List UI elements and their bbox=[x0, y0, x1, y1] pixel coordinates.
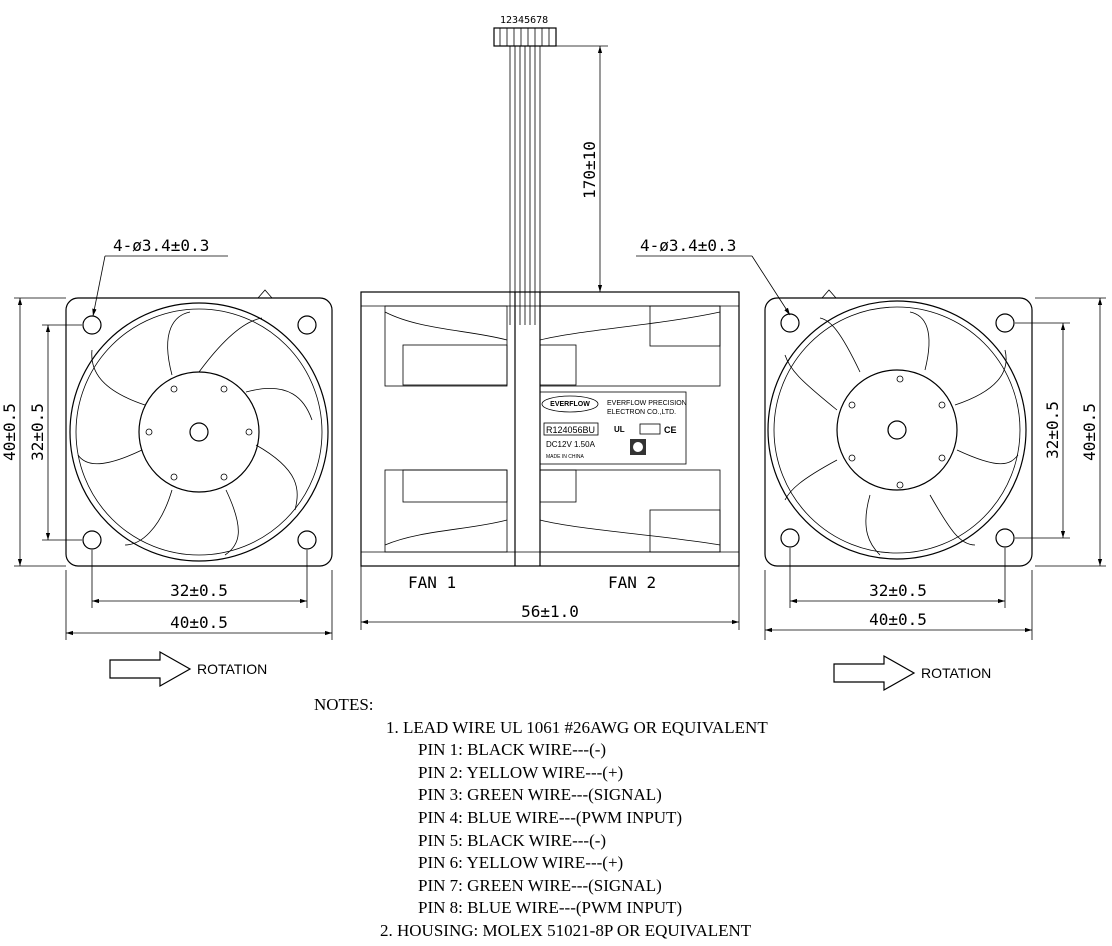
connector-housing bbox=[493, 27, 557, 47]
tuv-mark-icon bbox=[639, 423, 661, 435]
ul-mark-icon: UL bbox=[614, 425, 625, 434]
note-line: 2. HOUSING: MOLEX 51021-8P OR EQUIVALENT bbox=[380, 921, 752, 940]
label-brand: EVERFLOW bbox=[550, 401, 590, 408]
left-height-inner: 32±0.5 bbox=[28, 403, 47, 461]
right-mount-hole bbox=[995, 313, 1015, 333]
right-hole-callout: 4-ø3.4±0.3 bbox=[640, 236, 736, 255]
left-width-outer: 40±0.5 bbox=[170, 613, 228, 632]
right-fan-hub bbox=[836, 369, 958, 491]
left-mount-hole bbox=[297, 315, 317, 335]
note-line: PIN 5: BLACK WIRE---(-) bbox=[418, 831, 607, 850]
wire-pins-label: 12345678 bbox=[500, 15, 548, 26]
right-fan-frame bbox=[764, 297, 1033, 567]
left-mount-hole bbox=[82, 530, 102, 550]
right-width-inner: 32±0.5 bbox=[869, 581, 927, 600]
note-line: PIN 3: GREEN WIRE---(SIGNAL) bbox=[418, 785, 662, 804]
note-line: PIN 2: YELLOW WIRE---(+) bbox=[418, 763, 624, 782]
note-line: PIN 7: GREEN WIRE---(SIGNAL) bbox=[418, 876, 662, 895]
left-fan-shroud bbox=[69, 302, 329, 562]
left-fan-hub bbox=[138, 371, 260, 493]
left-mount-hole bbox=[297, 530, 317, 550]
cable-length: 170±10 bbox=[580, 141, 599, 199]
fan2-label: FAN 2 bbox=[608, 573, 656, 592]
side-view: 12345678 170±10 bbox=[360, 15, 740, 630]
note-line: PIN 8: BLUE WIRE---(PWM INPUT) bbox=[418, 898, 683, 917]
left-rotation-label: ROTATION bbox=[197, 661, 267, 677]
left-fan-blades bbox=[77, 311, 313, 556]
label-origin: MADE IN CHINA bbox=[546, 454, 584, 460]
label-company-line1: EVERFLOW PRECISION bbox=[607, 400, 687, 407]
right-width-outer: 40±0.5 bbox=[869, 610, 927, 629]
certification-seal-icon bbox=[630, 439, 646, 455]
label-company-line2: ELECTRON CO.,LTD. bbox=[607, 409, 676, 416]
right-rotation-arrow-icon bbox=[833, 654, 916, 692]
right-mount-hole bbox=[780, 313, 800, 333]
left-hole-callout: 4-ø3.4±0.3 bbox=[113, 236, 209, 255]
lead-wires bbox=[509, 46, 541, 325]
note-line: PIN 4: BLUE WIRE---(PWM INPUT) bbox=[418, 808, 683, 827]
left-width-inner: 32±0.5 bbox=[170, 581, 228, 600]
fan-depth: 56±1.0 bbox=[521, 602, 579, 621]
note-line: 1. LEAD WIRE UL 1061 #26AWG OR EQUIVALEN… bbox=[386, 718, 768, 737]
fan-pair-housing bbox=[360, 291, 740, 567]
right-mount-hole bbox=[780, 528, 800, 548]
label-model: R124056BU bbox=[546, 425, 595, 435]
left-height-outer: 40±0.5 bbox=[0, 403, 19, 461]
left-rotation-arrow-icon bbox=[109, 650, 192, 688]
note-line: PIN 6: YELLOW WIRE---(+) bbox=[418, 853, 624, 872]
product-label: EVERFLOW EVERFLOW PRECISION ELECTRON CO.… bbox=[539, 391, 687, 465]
left-mount-hole bbox=[82, 315, 102, 335]
label-ce-mark: CE bbox=[664, 425, 677, 435]
note-line: PIN 1: BLACK WIRE---(-) bbox=[418, 740, 607, 759]
right-fan-view: 4-ø3.4±0.3 32±0.5 40±0.5 32±0.5 40±0.5 R… bbox=[636, 236, 1106, 692]
right-height-outer: 40±0.5 bbox=[1080, 403, 1099, 461]
fan1-label: FAN 1 bbox=[408, 573, 456, 592]
label-rating: DC12V 1.50A bbox=[546, 440, 596, 449]
right-fan-blades bbox=[784, 311, 1019, 556]
right-rotation-label: ROTATION bbox=[921, 665, 991, 681]
svg-text:UL: UL bbox=[614, 425, 625, 434]
notes-heading: NOTES: bbox=[314, 695, 374, 714]
right-height-inner: 32±0.5 bbox=[1043, 401, 1062, 459]
right-fan-shroud bbox=[767, 300, 1027, 560]
right-mount-hole bbox=[995, 528, 1015, 548]
left-fan-frame bbox=[65, 297, 333, 567]
left-fan-view: 4-ø3.4±0.3 40±0.5 32±0.5 32±0.5 40±0.5 R… bbox=[0, 236, 333, 688]
